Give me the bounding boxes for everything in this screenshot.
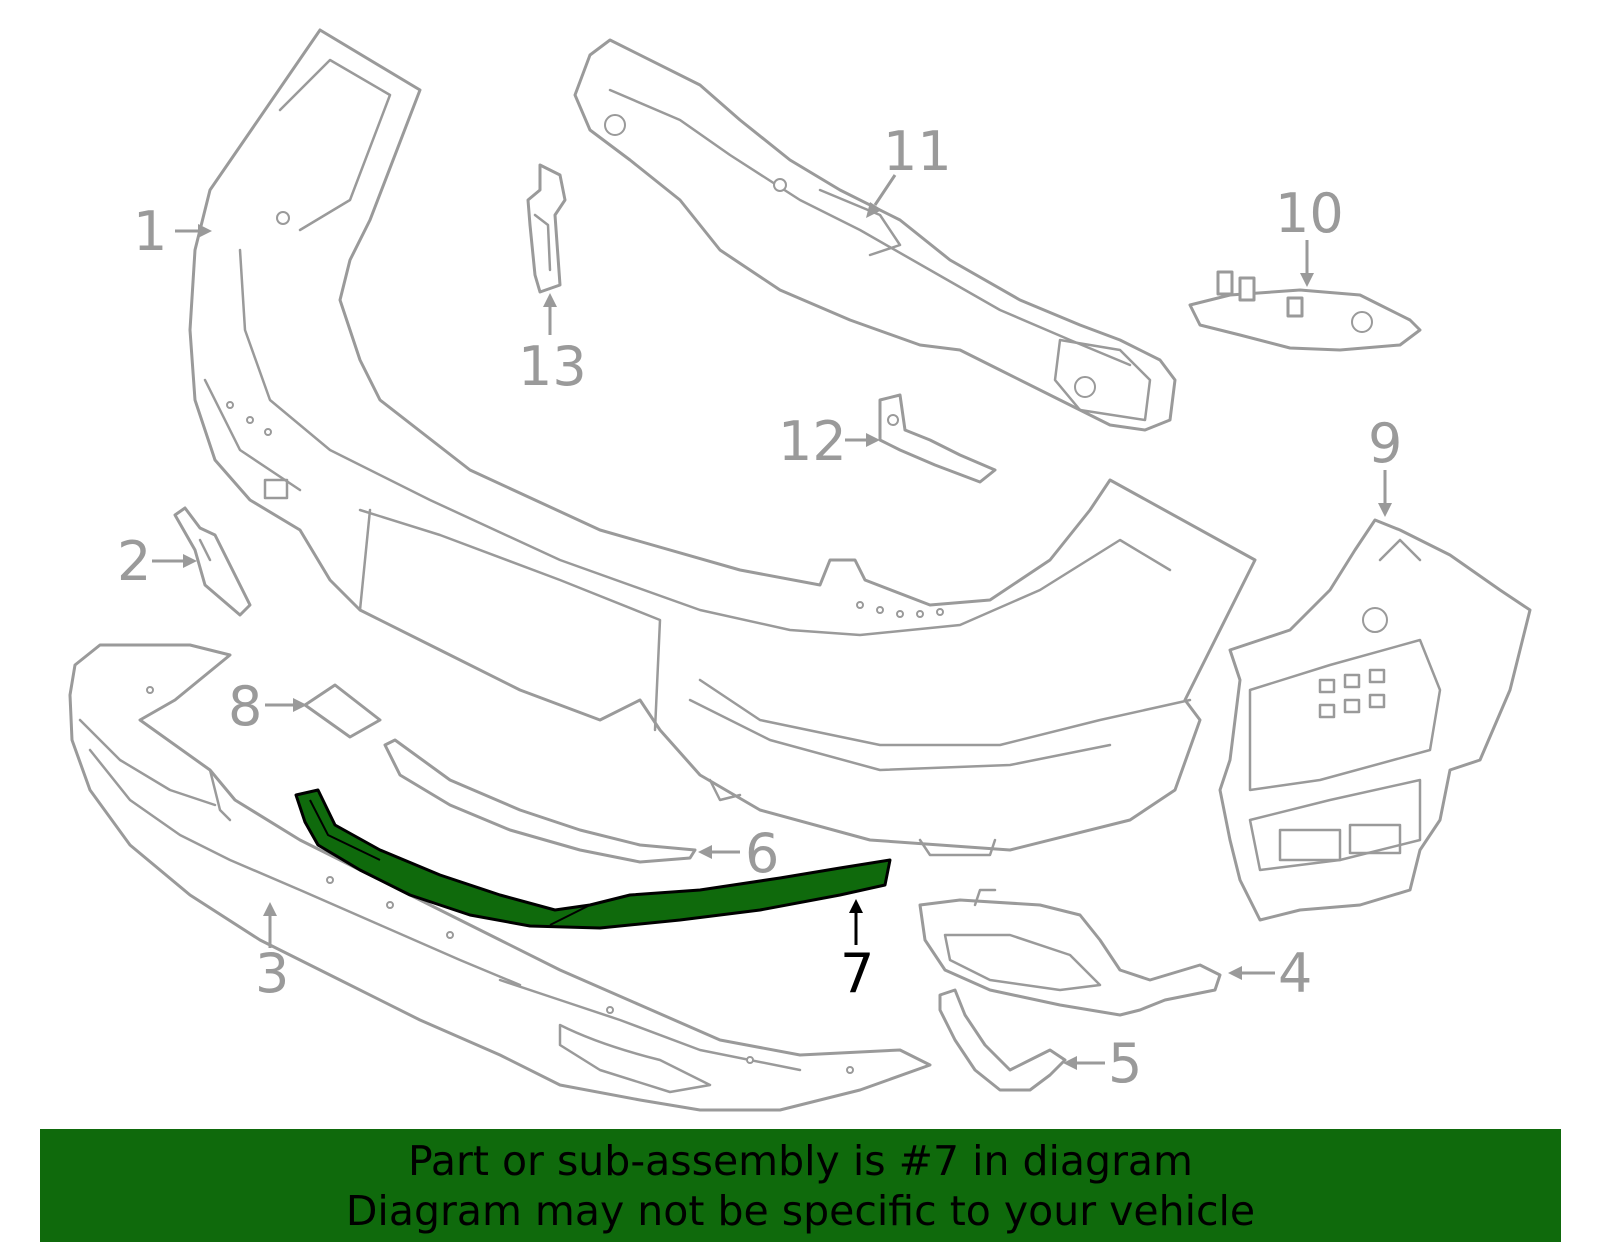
callout-13: 13 xyxy=(518,335,587,398)
callout-1: 1 xyxy=(133,200,167,263)
info-banner: Part or sub-assembly is #7 in diagram Di… xyxy=(40,1129,1561,1242)
part-1-bumper-cover xyxy=(188,28,1257,857)
part-2-bracket xyxy=(173,506,252,617)
banner-line-part: Part or sub-assembly is #7 in diagram xyxy=(408,1136,1193,1185)
callout-11: 11 xyxy=(883,120,952,183)
part-13-clip xyxy=(526,163,567,294)
callout-7: 7 xyxy=(840,942,874,1005)
part-5-strap xyxy=(938,988,1067,1092)
callout-6: 6 xyxy=(745,822,779,885)
callout-8: 8 xyxy=(228,675,262,738)
part-6-reflector-strip xyxy=(383,738,697,864)
callout-10: 10 xyxy=(1275,182,1344,245)
part-9-side-bracket xyxy=(1218,518,1532,922)
leader-lines xyxy=(152,174,1392,1070)
banner-line-disclaimer: Diagram may not be specific to your vehi… xyxy=(345,1186,1256,1235)
leader-line-7 xyxy=(849,899,863,945)
callout-5: 5 xyxy=(1108,1032,1142,1095)
callout-12: 12 xyxy=(778,410,847,473)
callout-3: 3 xyxy=(255,942,289,1005)
part-11-reinforcement-bar xyxy=(573,38,1177,432)
part-3-lower-valance xyxy=(68,643,932,1112)
callout-2: 2 xyxy=(117,530,151,593)
callout-4: 4 xyxy=(1278,942,1312,1005)
part-8-cap xyxy=(303,683,382,739)
part-12-bracket xyxy=(878,393,997,484)
part-4-exhaust-bracket xyxy=(918,888,1222,1017)
callout-9: 9 xyxy=(1368,412,1402,475)
part-7-trim-highlighted xyxy=(294,788,892,930)
part-10-mounting-plate xyxy=(1188,270,1422,352)
